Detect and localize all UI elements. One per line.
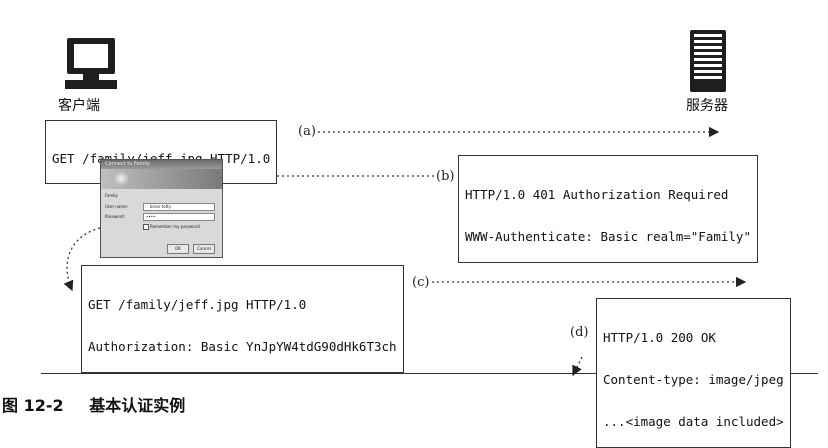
step-b-tag: (b) [436,169,455,184]
step-a-tag: (a) [298,124,316,139]
login-dialog: Connect to Family Family User name: bria… [100,159,223,258]
client-label: 客户端 [58,98,100,114]
remember-checkbox[interactable] [143,224,149,230]
response-b-line-1: HTTP/1.0 401 Authorization Required [465,187,729,202]
caption-title: 基本认证实例 [89,396,186,415]
server-icon [690,30,726,92]
user-name-value: brian-totty [150,204,172,209]
server-label: 服务器 [686,98,728,114]
cancel-button[interactable]: Cancel [193,244,215,254]
response-d-line-2: Content-type: image/jpeg [603,372,784,387]
response-b-line-2: WWW-Authenticate: Basic realm="Family" [465,229,751,244]
password-label: Password: [105,214,126,219]
dialog-banner [101,169,222,189]
password-field[interactable]: •••• [143,213,215,221]
password-value: •••• [146,214,156,219]
arrow-d [572,356,583,377]
figure-frame [41,8,818,374]
response-d-line-3: ...<image data included> [603,414,784,429]
request-c-line-1: GET /family/jeff.jpg HTTP/1.0 [88,297,307,312]
user-name-label: User name: [105,204,129,209]
ok-button[interactable]: OK [167,244,189,254]
dialog-titlebar: Connect to Family [101,160,222,169]
response-d-box: HTTP/1.0 200 OK Content-type: image/jpeg… [596,298,791,448]
dialog-prompt: Family [105,193,118,198]
user-name-field[interactable]: brian-totty [143,203,215,211]
step-c-tag: (c) [412,275,430,290]
step-d-tag: (d) [570,325,589,340]
request-c-line-2: Authorization: Basic YnJpYW4tdG90dHk6T3c… [88,339,397,354]
request-c-box: GET /family/jeff.jpg HTTP/1.0 Authorizat… [81,265,404,373]
response-b-box: HTTP/1.0 401 Authorization Required WWW-… [458,155,758,263]
arrow-dialog-to-c [63,227,101,292]
figure-caption: 图 12-2 基本认证实例 [2,392,191,416]
caption-number: 图 12-2 [2,396,64,415]
remember-label: Remember my password [150,224,200,229]
keys-icon [113,171,129,186]
response-d-line-1: HTTP/1.0 200 OK [603,330,716,345]
computer-icon [65,38,117,89]
